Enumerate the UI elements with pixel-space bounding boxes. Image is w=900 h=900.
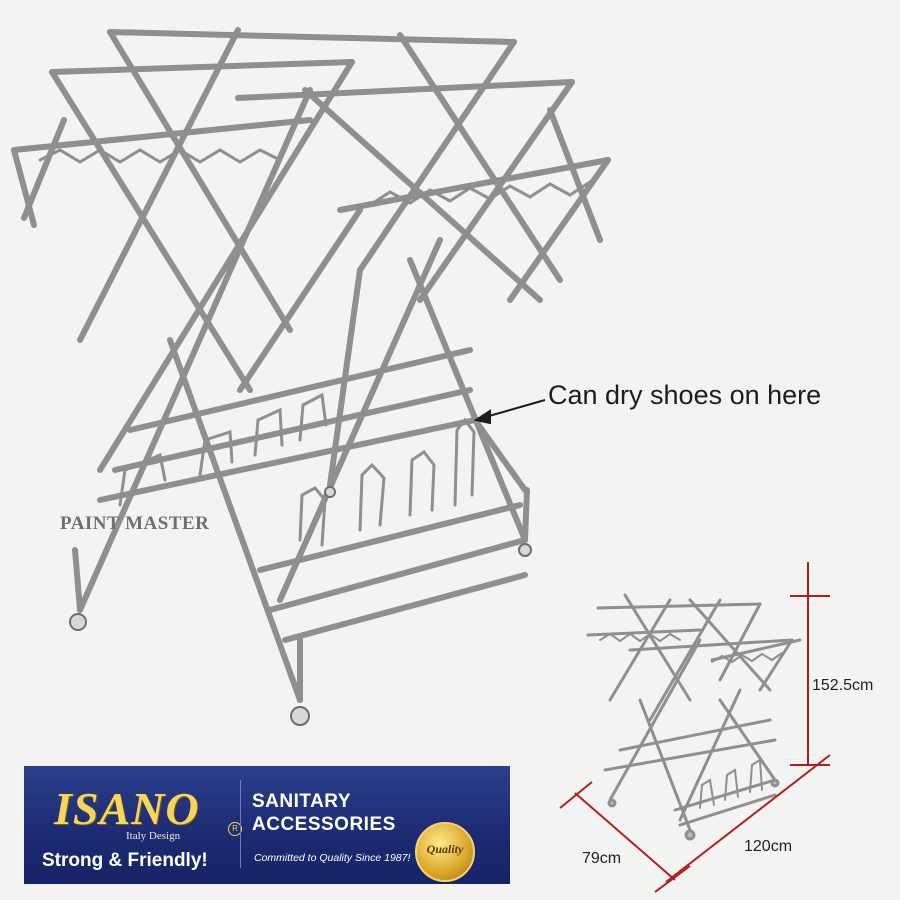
- category-line-1: SANITARY: [252, 791, 351, 812]
- depth-dimension-label: 79cm: [582, 850, 622, 867]
- brand-logo: ISANO R Italy Design Strong & Friendly!: [36, 778, 246, 874]
- brand-name: ISANO: [54, 783, 200, 834]
- dimension-lines: [559, 562, 831, 893]
- main-rack: [11, 27, 611, 703]
- callout-arrow: [473, 399, 546, 425]
- brand-subtitle: Italy Design: [126, 830, 181, 842]
- width-dimension-label: 120cm: [744, 838, 793, 855]
- shoe-rack-callout: Can dry shoes on here: [548, 380, 822, 410]
- dimension-rack: [586, 593, 802, 841]
- brand-banner: ISANO R Italy Design Strong & Friendly! …: [24, 766, 510, 884]
- brand-slogan: Strong & Friendly!: [42, 850, 208, 871]
- category-line-2: ACCESSORIES: [252, 814, 396, 835]
- wheels: [69, 486, 532, 726]
- banner-divider: [240, 780, 241, 868]
- commitment-text: Committed to Quality Since 1987!: [254, 852, 411, 864]
- quality-seal-icon: Quality: [415, 822, 475, 882]
- registered-mark-icon: R: [228, 822, 242, 836]
- product-category: SANITARY ACCESSORIES: [252, 790, 396, 836]
- watermark: PAINT MASTER: [60, 513, 210, 534]
- height-dimension-label: 152.5cm: [812, 677, 874, 694]
- seal-text: Quality: [426, 842, 464, 856]
